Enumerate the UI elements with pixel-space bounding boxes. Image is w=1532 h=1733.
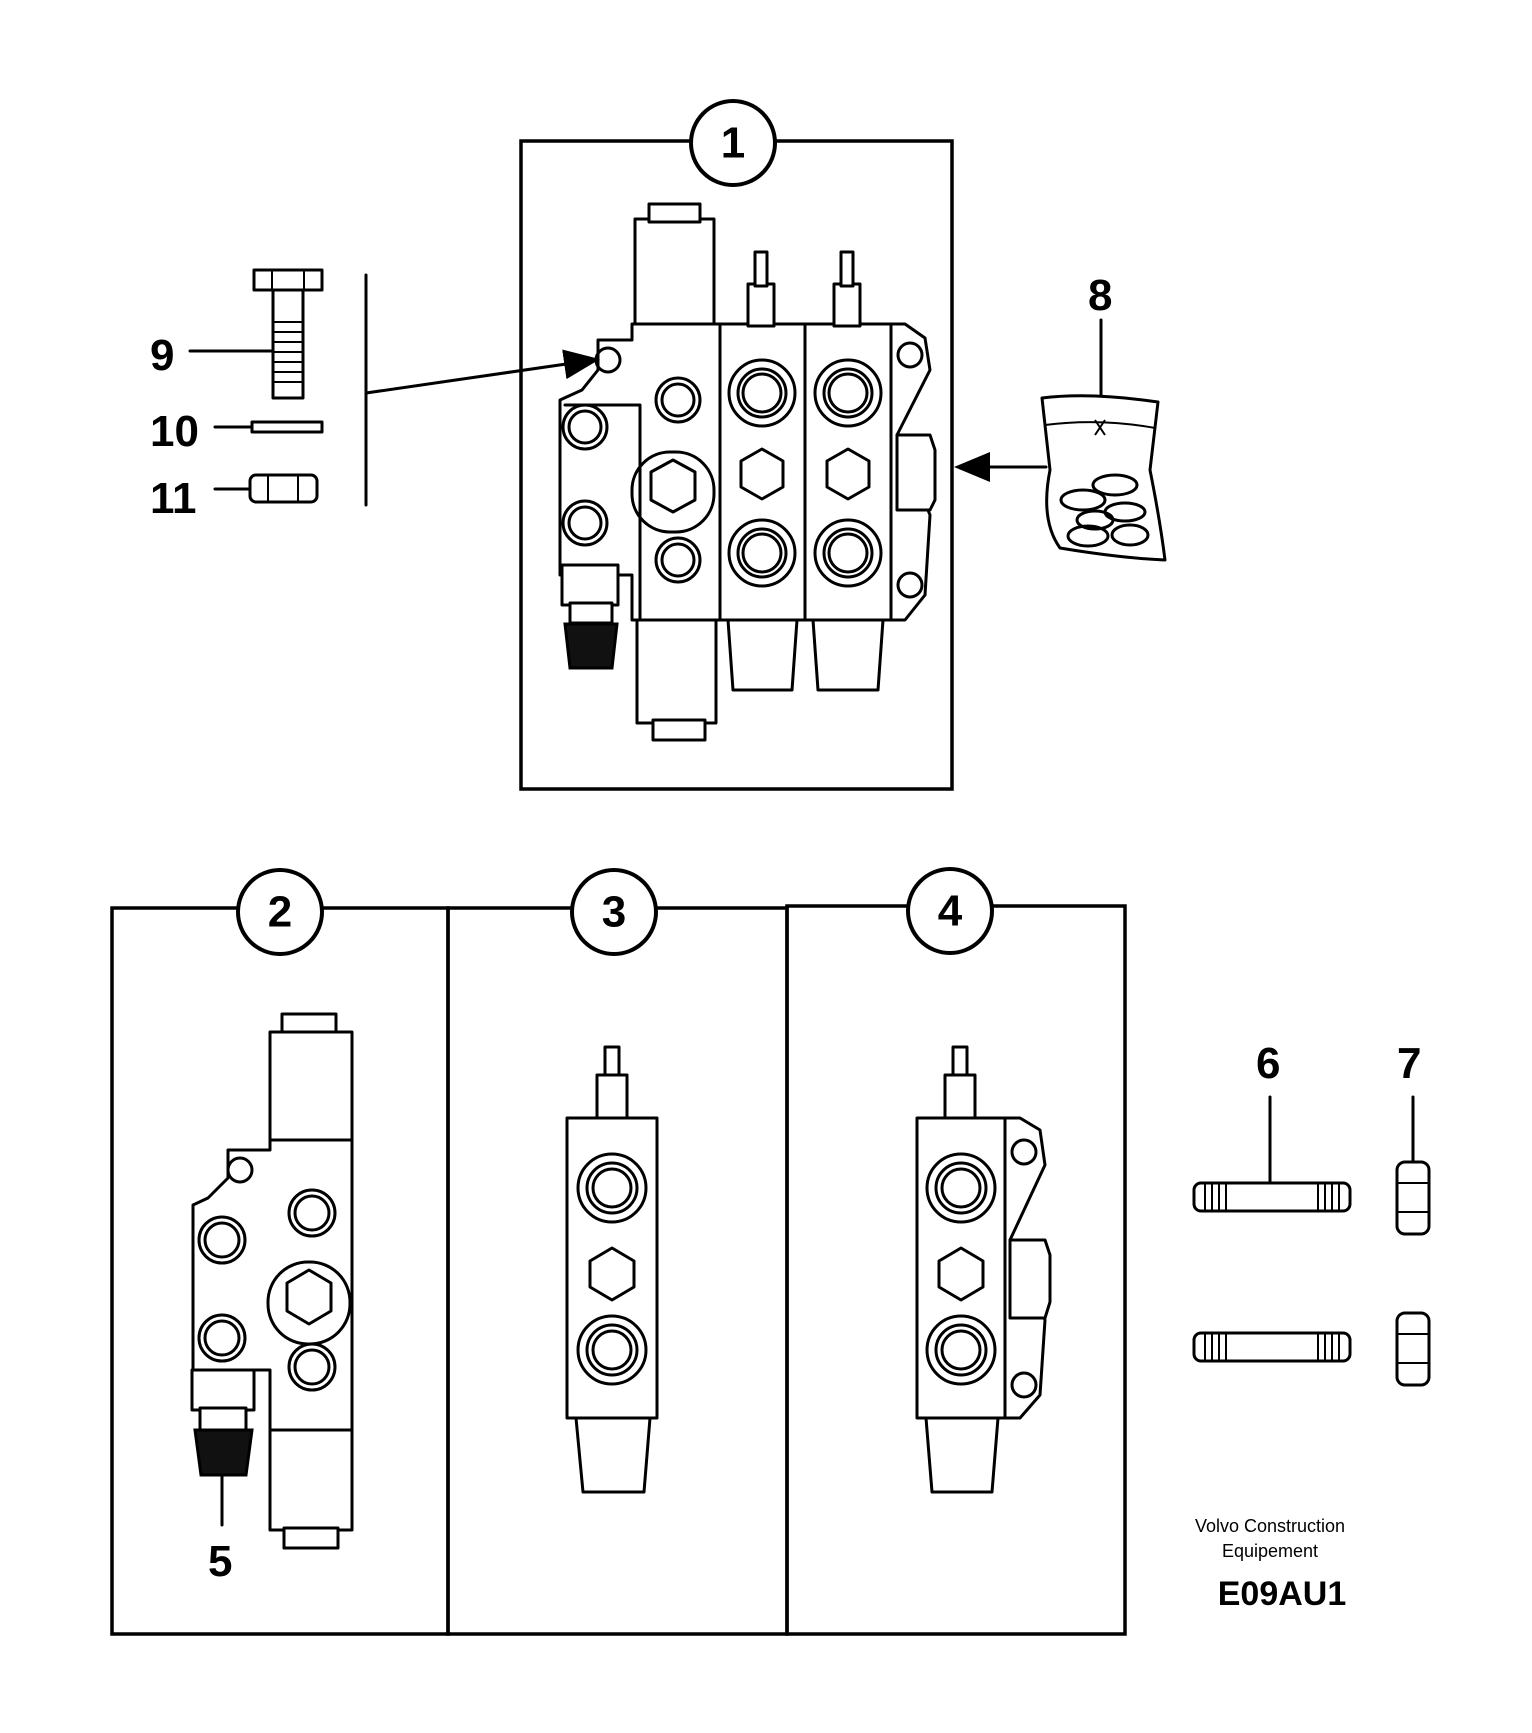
callout-3-label: 3 xyxy=(602,888,626,937)
bolt-shank xyxy=(271,288,305,400)
inlet-section: 5 xyxy=(190,1012,354,1586)
tie-rod-upper xyxy=(1192,1181,1352,1213)
inlet-spool-bottom-2 xyxy=(268,1428,354,1532)
tie-rod-lower xyxy=(1192,1331,1352,1363)
callout-1-circle xyxy=(689,99,777,187)
part-8-label: 8 xyxy=(1088,271,1112,320)
inlet-spool-top-2 xyxy=(268,1030,354,1144)
diagram-credit: Volvo Construction Equipement E09AU1 xyxy=(1195,1516,1346,1613)
nut xyxy=(248,473,319,504)
part-9-label: 9 xyxy=(150,331,174,380)
credit-line-1: Volvo Construction xyxy=(1195,1516,1345,1536)
credit-line-2: Equipement xyxy=(1222,1541,1318,1561)
tie-rod-nut-lower xyxy=(1395,1311,1431,1387)
seal-kit-group: 8 xyxy=(954,271,1167,562)
tie-rod-nut-upper xyxy=(1395,1160,1431,1236)
callout-4-label: 4 xyxy=(938,887,963,936)
part-11-label: 11 xyxy=(150,474,197,523)
callout-2[interactable]: 2 xyxy=(236,868,324,956)
callout-1[interactable]: 1 xyxy=(689,99,777,187)
end-section xyxy=(915,1045,1052,1494)
inlet-hex-boss xyxy=(630,450,716,534)
diagram-code: E09AU1 xyxy=(1218,1575,1347,1613)
part-6-label: 6 xyxy=(1256,1039,1280,1088)
relief-valve-cap-2 xyxy=(193,1428,254,1477)
part-10-label: 10 xyxy=(150,407,199,456)
relief-valve-cap xyxy=(563,622,619,670)
hardware-arrow xyxy=(364,349,600,395)
bolt-head xyxy=(252,268,324,292)
inlet-spool-cap xyxy=(647,202,702,224)
part-5-label: 5 xyxy=(208,1537,232,1586)
callout-3[interactable]: 3 xyxy=(570,868,658,956)
part-7-label: 7 xyxy=(1397,1039,1421,1088)
tie-rod-group: 6 7 xyxy=(1192,1039,1431,1387)
washer xyxy=(250,420,324,434)
spool-section xyxy=(565,1045,659,1494)
callout-2-label: 2 xyxy=(268,888,292,937)
callout-1-label: 1 xyxy=(721,119,745,168)
control-valve-assembly xyxy=(558,202,937,742)
hardware-group: 9 10 11 xyxy=(150,268,600,523)
inlet-spool-top xyxy=(633,217,716,326)
inlet-spool-bottom xyxy=(635,618,718,725)
callout-4[interactable]: 4 xyxy=(906,867,994,955)
